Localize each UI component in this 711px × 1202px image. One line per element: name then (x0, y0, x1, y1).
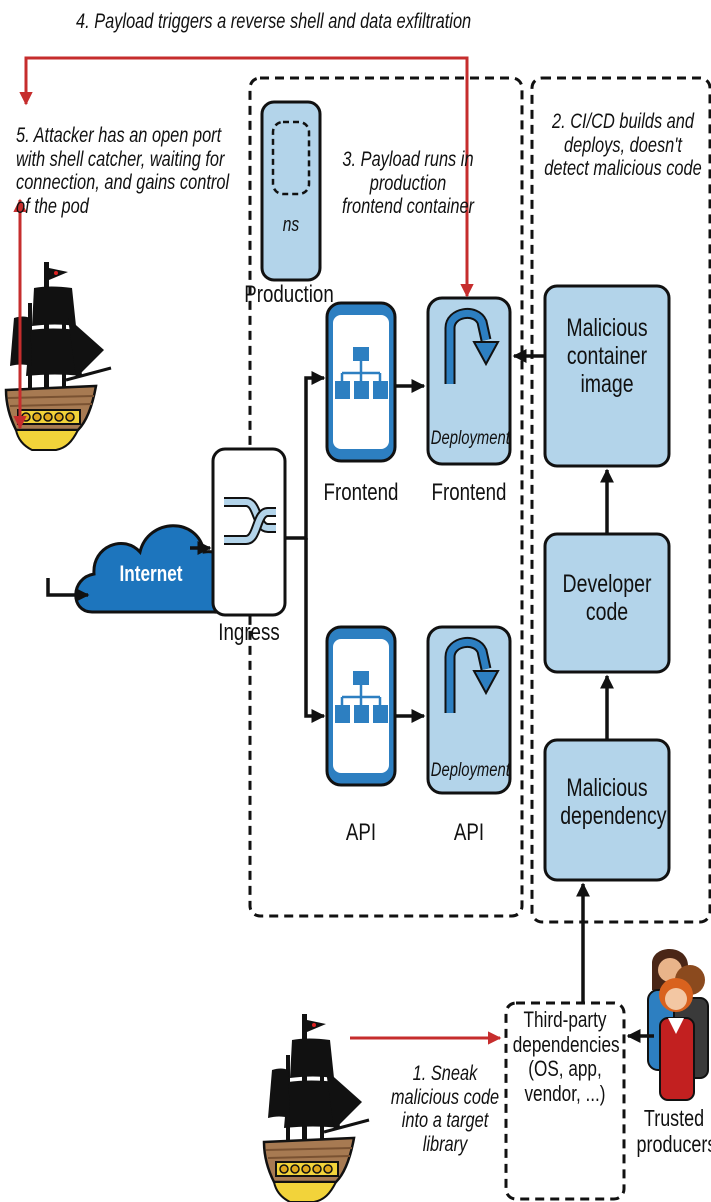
malicious-dependency-label: Malicious dependency (560, 774, 654, 830)
api-deployment-label: API (429, 820, 509, 847)
service-network-icon (327, 627, 395, 785)
pirate-ship-icon (264, 1014, 369, 1202)
internet-label: Internet (108, 562, 194, 587)
namespace-icon-label: ns (268, 214, 313, 236)
developer-code-label: Developer code (560, 570, 654, 626)
trusted-producers-label: Trusted producers (637, 1106, 711, 1158)
step-1-label: 1. Sneak malicious code into a target li… (388, 1062, 502, 1156)
malicious-image-label: Malicious container image (560, 314, 654, 398)
api-service-label: API (321, 820, 401, 847)
ingress-shuffle-icon (213, 449, 285, 615)
pirate-ship-icon (6, 262, 111, 450)
frontend-service-label: Frontend (321, 480, 401, 507)
third-party-label: Third-party dependencies (OS, app, vendo… (513, 1008, 618, 1107)
frontend-deployment-label: Frontend (429, 480, 509, 507)
step-4-label: 4. Payload triggers a reverse shell and … (76, 10, 404, 34)
service-network-icon (327, 303, 395, 461)
namespace-name: Production (243, 282, 335, 309)
people-icon (648, 949, 708, 1100)
ingress-label: Ingress (211, 620, 287, 647)
deployment-frontend-icon-label: Deployment (431, 428, 507, 449)
namespace-icon (262, 102, 320, 280)
step-5-label: 5. Attacker has an open port with shell … (16, 124, 242, 218)
deployment-api-icon-label: Deployment (431, 760, 507, 781)
step-3-label: 3. Payload runs in production frontend c… (338, 148, 478, 219)
step-2-label: 2. CI/CD builds and deploys, doesn't det… (541, 110, 705, 181)
